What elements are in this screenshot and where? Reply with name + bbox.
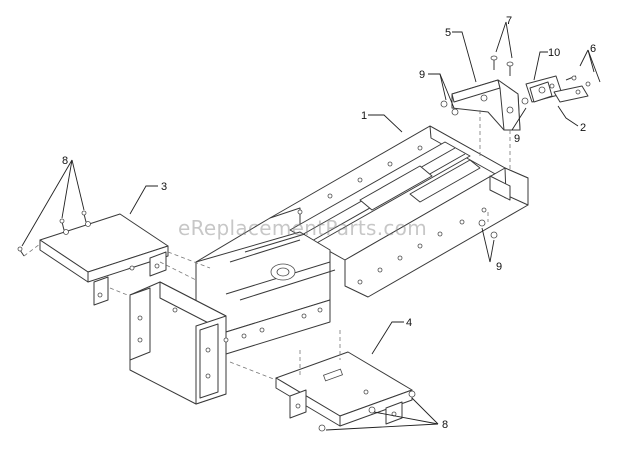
callout-2: 2 [580,122,586,134]
callout-9-lower: 9 [496,261,502,273]
callout-9-right: 9 [514,133,520,145]
callout-3: 3 [161,181,167,193]
latch-assembly [525,75,591,103]
callout-8-bottom: 8 [442,419,448,431]
callout-6: 6 [590,43,596,55]
callout-7: 7 [506,15,512,27]
callout-10: 10 [548,47,560,59]
plate-3 [17,210,169,306]
callout-8-top: 8 [62,155,68,167]
plate-4 [275,351,416,432]
callout-5: 5 [445,27,451,39]
alignment-lines [23,110,511,381]
washers-9-frame [478,219,498,239]
callout-1: 1 [361,110,367,122]
callout-labels: 1 2 3 4 5 6 7 8 9 10 9 9 8 [62,15,596,431]
bracket-5 [440,55,529,131]
callout-4: 4 [406,317,412,329]
leader-lines [21,21,601,431]
callout-9-bracket: 9 [419,69,425,81]
main-frame [129,125,529,405]
